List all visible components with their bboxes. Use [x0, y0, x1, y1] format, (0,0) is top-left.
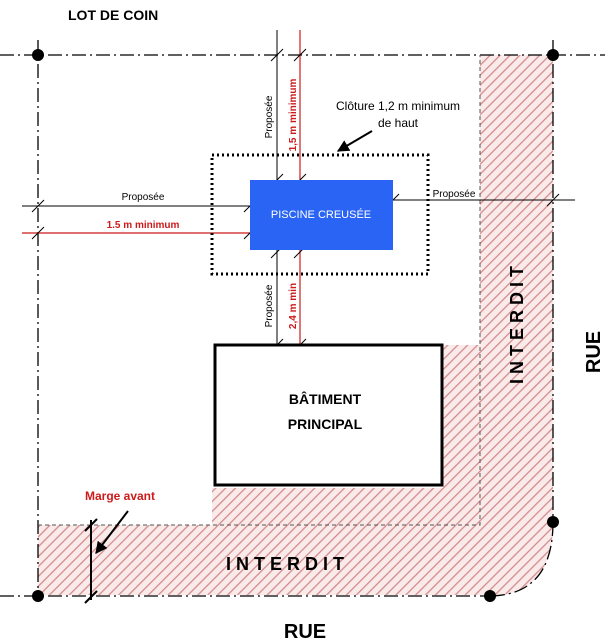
- forbidden-label-right: I N T E R D I T: [507, 266, 527, 384]
- building-label-line1: BÂTIMENT: [289, 390, 362, 407]
- street-label-right: RUE: [583, 331, 605, 373]
- fence-note-arrow: [336, 130, 373, 152]
- pool: [250, 180, 393, 250]
- proposed-left-label: Proposée: [122, 192, 165, 203]
- street-label-bottom: RUE: [284, 621, 326, 643]
- lot-boundary: [0, 40, 605, 600]
- proposed-top-label: Proposée: [264, 95, 275, 138]
- min-top-label: 1,5 m minimum: [288, 79, 299, 152]
- margin-line: [38, 55, 481, 526]
- page-title: LOT DE COIN: [68, 7, 158, 23]
- proposed-bottom-label: Proposée: [264, 284, 275, 327]
- forbidden-zone: [38, 55, 553, 595]
- fence-note-line1: Clôture 1,2 m minimum: [336, 99, 460, 113]
- pool-label: PISCINE CREUSÉE: [271, 208, 371, 221]
- corner-markers: [32, 49, 559, 602]
- fence-note-line2: de haut: [378, 116, 419, 130]
- main-building: [213, 343, 444, 487]
- proposed-right-label: Proposée: [433, 189, 476, 200]
- front-margin-label: Marge avant: [85, 489, 155, 503]
- front-margin-arrow: [95, 510, 129, 554]
- front-margin-dimension: [84, 518, 98, 604]
- min-left-label: 1.5 m minimum: [107, 220, 180, 231]
- pool-fence: [210, 153, 430, 276]
- building-label-line2: PRINCIPAL: [288, 416, 363, 432]
- min-bottom-label: 2,4 m min: [288, 283, 299, 329]
- street-corner-cutout: [490, 522, 560, 596]
- forbidden-label-bottom: I N T E R D I T: [226, 554, 344, 574]
